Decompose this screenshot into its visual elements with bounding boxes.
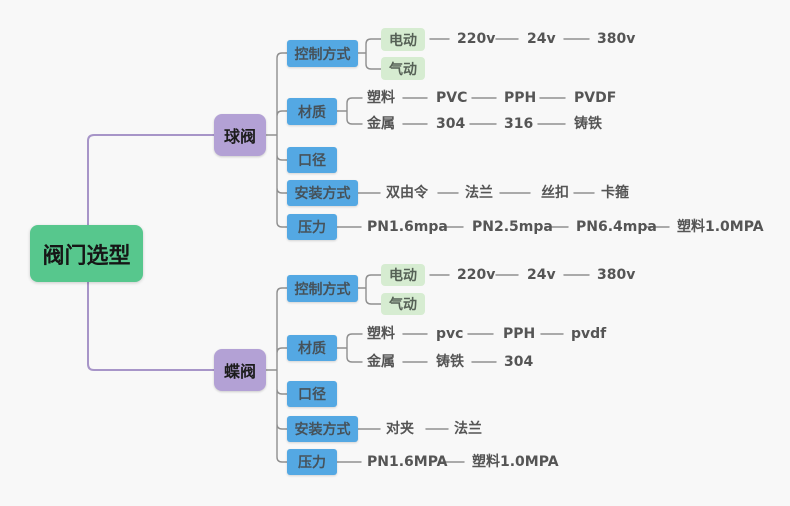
butterfly-metal-item[interactable]: 304 [504,354,534,370]
ball-plastic-item[interactable]: PVDF [574,90,617,106]
root-connector-bottom [87,281,215,371]
ball-plastic-item[interactable]: PVC [436,90,468,106]
ball-voltage-node[interactable]: 220v [457,31,496,47]
ball-metal-item[interactable]: 304 [436,116,466,132]
ball-metal-node[interactable]: 金属 [367,116,395,132]
butterfly-plastic-item[interactable]: pvc [436,326,464,342]
ball-pressure-item[interactable]: PN6.4mpa [576,219,657,235]
ball-pressure-item[interactable]: PN1.6mpa [367,219,448,235]
ball-install-node[interactable]: 安装方式 [287,180,358,206]
butterfly-metal-item[interactable]: 铸铁 [436,354,464,370]
ball-install-item[interactable]: 法兰 [465,185,493,201]
ball-pressure-node[interactable]: 压力 [287,214,337,240]
butterfly-voltage-node[interactable]: 380v [597,267,636,283]
ball-pressure-item[interactable]: 塑料1.0MPA [677,219,764,235]
butterfly-voltage-node[interactable]: 24v [527,267,556,283]
butterfly-pneumatic-node[interactable]: 气动 [381,293,425,315]
ball-control-node[interactable]: 控制方式 [287,40,358,67]
ball-metal-item[interactable]: 316 [504,116,534,132]
butterfly-plastic-node[interactable]: 塑料 [367,326,395,342]
ball-install-item[interactable]: 卡箍 [601,185,629,201]
butterfly-pressure-node[interactable]: 压力 [287,449,337,475]
ball-plastic-item[interactable]: PPH [504,90,537,106]
butterfly-plastic-item[interactable]: pvdf [571,326,607,342]
ball-material-node[interactable]: 材质 [287,98,337,125]
root-connector-top [87,134,215,226]
root-node[interactable]: 阀门选型 [30,225,143,282]
ball-pneumatic-node[interactable]: 气动 [381,57,425,80]
ball-metal-item[interactable]: 铸铁 [574,116,602,132]
ball-diameter-node[interactable]: 口径 [287,147,337,173]
ball-install-item[interactable]: 丝扣 [541,185,569,201]
butterfly-install-node[interactable]: 安装方式 [287,416,358,442]
butterfly-electric-node[interactable]: 电动 [381,264,425,286]
ball-valve-node[interactable]: 球阀 [214,114,266,156]
butterfly-control-node[interactable]: 控制方式 [287,275,358,302]
ball-plastic-node[interactable]: 塑料 [367,90,395,106]
ball-electric-node[interactable]: 电动 [381,28,425,51]
ball-install-item[interactable]: 双由令 [386,185,428,201]
butterfly-pressure-item[interactable]: PN1.6MPA [367,454,448,470]
butterfly-install-item[interactable]: 法兰 [454,421,482,437]
ball-pressure-item[interactable]: PN2.5mpa [472,219,553,235]
butterfly-diameter-node[interactable]: 口径 [287,381,337,407]
ball-voltage-node[interactable]: 24v [527,31,556,47]
butterfly-pressure-item[interactable]: 塑料1.0MPA [472,454,559,470]
butterfly-voltage-node[interactable]: 220v [457,267,496,283]
butterfly-plastic-item[interactable]: PPH [503,326,536,342]
butterfly-valve-node[interactable]: 蝶阀 [214,349,266,391]
butterfly-material-node[interactable]: 材质 [287,335,337,361]
butterfly-metal-node[interactable]: 金属 [367,354,395,370]
ball-voltage-node[interactable]: 380v [597,31,636,47]
butterfly-install-item[interactable]: 对夹 [386,421,414,437]
